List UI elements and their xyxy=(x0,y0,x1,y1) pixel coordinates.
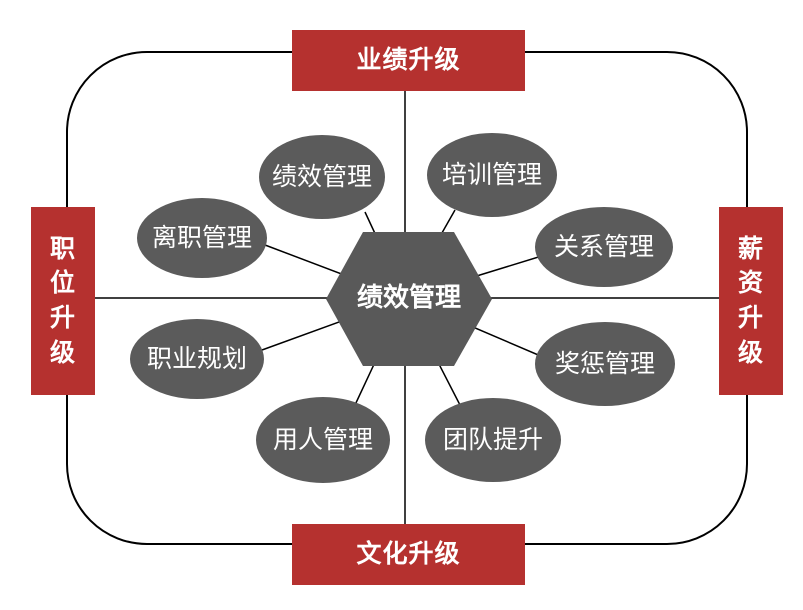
oval-shape xyxy=(256,397,390,483)
left-box-char: 级 xyxy=(49,337,76,367)
oval-label: 奖惩管理 xyxy=(554,348,655,378)
oval-label: 用人管理 xyxy=(272,424,373,454)
bottom-box-label: 文化升级 xyxy=(356,539,461,569)
oval-label: 团队提升 xyxy=(442,424,543,454)
top-box: 业绩升级 xyxy=(292,30,525,91)
oval-shape xyxy=(427,133,557,217)
left-box: 职 位 升 级 xyxy=(31,207,95,395)
center-label: 绩效管理 xyxy=(356,283,461,314)
oval-label: 离职管理 xyxy=(151,222,252,252)
oval-label: 绩效管理 xyxy=(271,161,372,191)
right-box-char: 升 xyxy=(737,303,764,332)
oval-label: 关系管理 xyxy=(553,231,654,261)
left-box-char: 升 xyxy=(49,303,76,332)
oval-label: 培训管理 xyxy=(441,159,542,189)
oval-shape xyxy=(535,322,675,406)
right-box: 薪 资 升 级 xyxy=(719,207,783,395)
left-box-char: 位 xyxy=(49,268,76,298)
right-box-char: 薪 xyxy=(737,233,764,263)
right-box-char: 级 xyxy=(737,337,764,367)
oval-shape xyxy=(130,319,264,399)
bottom-box: 文化升级 xyxy=(292,524,525,585)
left-box-char: 职 xyxy=(49,233,76,263)
right-box-char: 资 xyxy=(737,268,764,298)
oval-label: 职业规划 xyxy=(146,343,247,373)
oval-shape xyxy=(259,135,385,219)
top-box-label: 业绩升级 xyxy=(356,45,461,75)
oval-shape xyxy=(535,207,673,287)
oval-shape xyxy=(425,398,561,482)
center-hexagon xyxy=(326,232,492,366)
oval-shape xyxy=(137,198,267,278)
